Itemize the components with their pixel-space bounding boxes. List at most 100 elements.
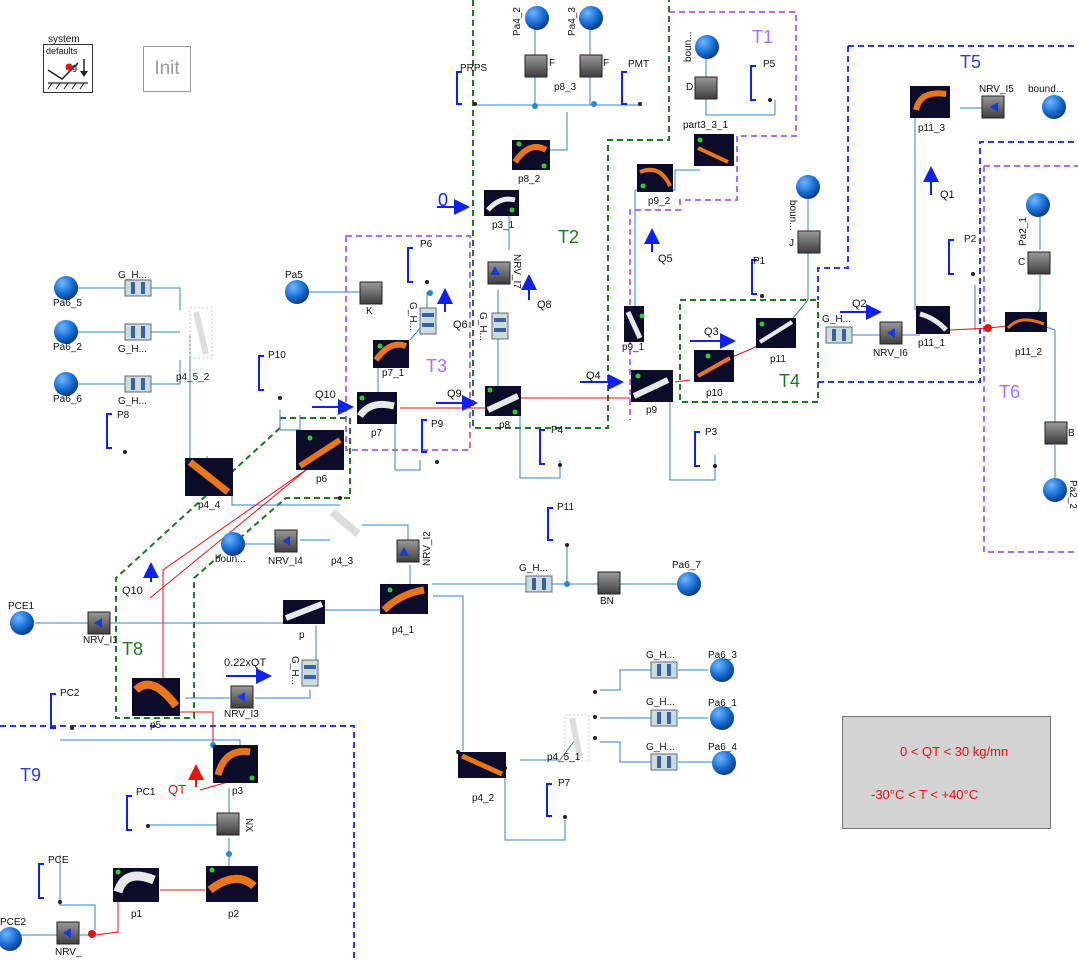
block-square[interactable] <box>597 571 621 595</box>
block-square[interactable] <box>359 281 383 305</box>
boundary-ball[interactable] <box>1026 193 1050 217</box>
init-button[interactable]: Init <box>143 46 191 92</box>
heater[interactable] <box>419 307 437 335</box>
pipe-label: p11 <box>770 354 786 365</box>
pipe-tile[interactable] <box>213 745 258 783</box>
sensor-label: P5 <box>763 59 776 70</box>
boundary-ball[interactable] <box>677 572 701 596</box>
pipe-label: p2 <box>228 909 240 920</box>
sensor-label: P7 <box>558 778 571 789</box>
valve-label: NRV_ <box>55 947 82 958</box>
flow-label: 0 <box>438 190 448 210</box>
pipe-tile[interactable] <box>132 678 180 716</box>
block-label: F <box>549 58 555 69</box>
boundary-label: boun... <box>215 554 246 565</box>
pipe-tile[interactable] <box>189 307 213 359</box>
block-square[interactable] <box>797 230 821 254</box>
block-square[interactable] <box>1027 251 1051 275</box>
heater-label: G_H... <box>118 270 147 281</box>
boundary-ball[interactable] <box>0 927 22 951</box>
heater-label: G_H... <box>289 656 300 685</box>
boundary-ball[interactable] <box>1043 478 1067 502</box>
heater[interactable] <box>124 375 152 393</box>
boundary-ball[interactable] <box>1042 95 1066 119</box>
pipe-tile[interactable] <box>296 430 344 470</box>
heater[interactable] <box>124 279 152 297</box>
block-square[interactable] <box>694 76 718 100</box>
valve-label: NRV_I5 <box>979 84 1014 95</box>
pipe-label: p8 <box>499 420 511 431</box>
heater-label: G_H... <box>646 650 675 661</box>
block-square[interactable] <box>579 54 603 78</box>
heater[interactable] <box>301 659 319 687</box>
block-square[interactable] <box>1044 421 1068 445</box>
boundary-ball[interactable] <box>525 6 549 30</box>
boundary-ball[interactable] <box>285 280 309 304</box>
pipe-tile[interactable] <box>916 306 950 334</box>
pipe-tile[interactable] <box>373 340 409 368</box>
block-square[interactable] <box>524 54 548 78</box>
pipe-tile[interactable] <box>756 318 796 348</box>
pipe-tile[interactable] <box>458 752 506 778</box>
heater[interactable] <box>825 326 853 344</box>
pipe-tile[interactable] <box>328 508 362 538</box>
boundary-ball[interactable] <box>712 751 736 775</box>
boundary-ball[interactable] <box>10 611 34 635</box>
valve-label: NRV_I3 <box>224 709 259 720</box>
boundary-ball[interactable] <box>695 35 719 59</box>
pipe-tile[interactable] <box>694 350 734 382</box>
block-label: K <box>366 306 373 317</box>
sensor-label: PRPS <box>460 63 488 74</box>
heater[interactable] <box>124 323 152 341</box>
block-square[interactable] <box>396 539 420 563</box>
boundary-ball[interactable] <box>54 320 78 344</box>
boundary-labels: Pa4_2 Pa4_3 boun... bound... boun... Pa2… <box>0 7 1078 928</box>
pipe-tile[interactable] <box>564 714 590 762</box>
pipe-tile[interactable] <box>694 134 734 166</box>
heater[interactable] <box>650 709 678 727</box>
pipe-tile[interactable] <box>283 600 325 624</box>
boundary-ball[interactable] <box>579 6 603 30</box>
boundary-ball[interactable] <box>54 276 78 300</box>
pipe-tile[interactable] <box>113 868 159 902</box>
pipe-label: p11_1 <box>918 338 946 349</box>
pipe-tile[interactable] <box>1005 312 1047 332</box>
pipe-tile[interactable] <box>624 306 645 342</box>
block-square[interactable] <box>216 812 240 836</box>
red-junction-2 <box>88 930 96 938</box>
heater[interactable] <box>525 575 553 593</box>
pipe-tile[interactable] <box>484 190 519 216</box>
valve-label: NRV_I1 <box>83 635 118 646</box>
boundary-ball[interactable] <box>710 658 734 682</box>
heater[interactable] <box>650 753 678 771</box>
pipe-label: part3_3_1 <box>683 120 728 131</box>
flow-arrows <box>143 166 939 787</box>
heater[interactable] <box>491 312 509 340</box>
pipe-tile[interactable] <box>185 458 233 496</box>
boundary-label: Pa2_1 <box>1018 217 1029 246</box>
boundary-ball[interactable] <box>221 532 245 556</box>
block-square[interactable] <box>487 261 511 285</box>
block-label: J <box>789 238 794 249</box>
pipe-tile[interactable] <box>637 164 673 192</box>
pipe-tile[interactable] <box>512 140 550 170</box>
boundary-label: PCE2 <box>0 917 27 928</box>
boundary-ball[interactable] <box>796 175 820 199</box>
pipe-tile[interactable] <box>631 370 673 402</box>
heater[interactable] <box>650 661 678 679</box>
boundary-ball[interactable] <box>54 372 78 396</box>
pipe-tile[interactable] <box>357 392 397 424</box>
system-block[interactable] <box>43 44 93 93</box>
pipe-tile[interactable] <box>206 866 258 902</box>
pipe-label: p11_3 <box>918 123 946 134</box>
pipe-tile[interactable] <box>485 386 521 416</box>
heater-label: G_H... <box>118 344 147 355</box>
pipe-tile[interactable] <box>380 584 428 614</box>
block-label: F <box>603 58 609 69</box>
gravity-label: g <box>72 62 78 72</box>
sensor-label: PC1 <box>136 787 156 798</box>
valve-label: NRV_I2 <box>422 531 433 566</box>
pipe-tile[interactable] <box>910 86 950 118</box>
valve-label: NRV_I7 <box>511 254 522 289</box>
boundary-ball[interactable] <box>710 706 734 730</box>
